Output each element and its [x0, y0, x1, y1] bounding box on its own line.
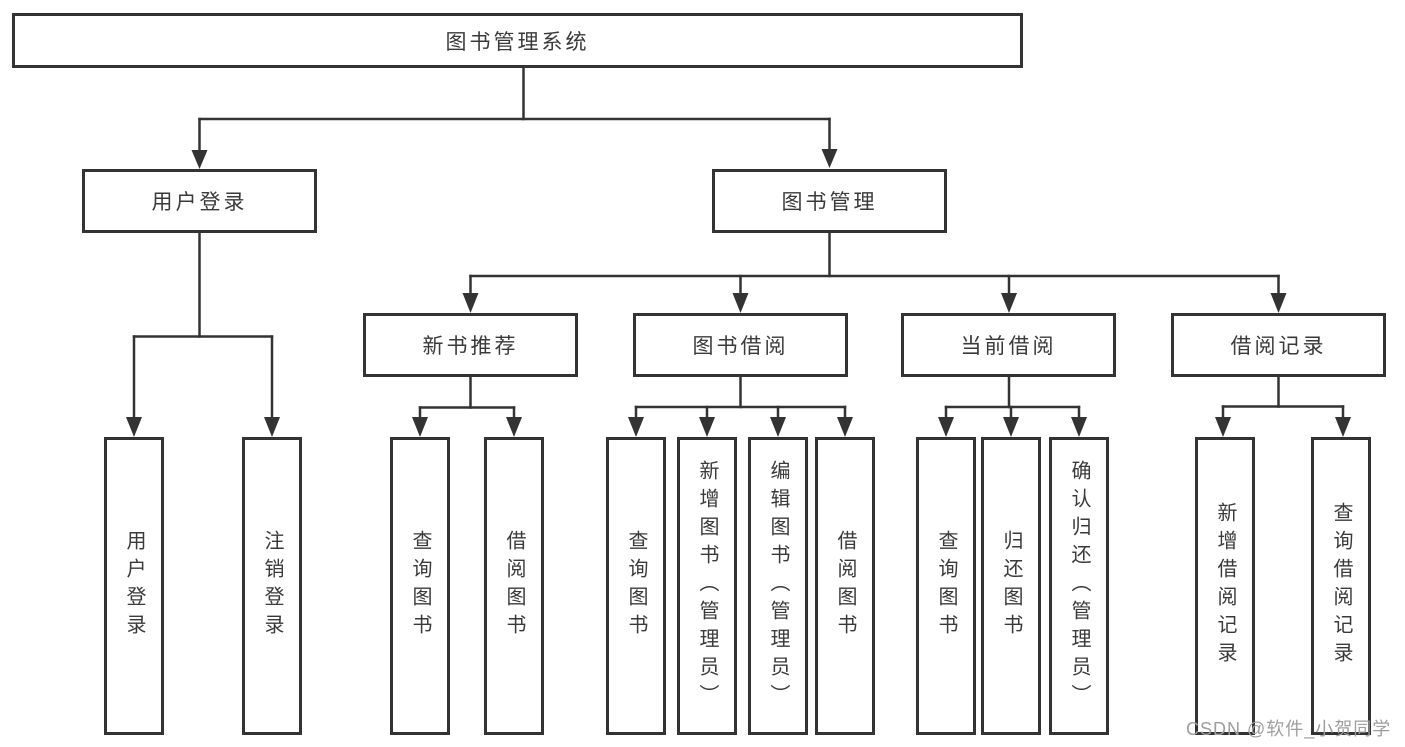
node-new-book-recommend: 新书推荐: [363, 313, 578, 377]
node-user-login: 用户登录: [82, 169, 317, 233]
node-label: 借阅图书: [834, 530, 856, 642]
arrowhead-down: [1335, 417, 1351, 437]
node-leaf-query-books-2: 查询图书: [606, 437, 666, 735]
node-label: 新书推荐: [422, 335, 519, 358]
node-label: 用户登录: [151, 191, 248, 214]
node-label: 借阅记录: [1230, 335, 1327, 358]
node-label: 查询图书: [409, 530, 431, 642]
arrowhead-down: [1215, 417, 1231, 437]
node-leaf-user-login: 用户登录: [104, 437, 164, 735]
node-label: 注销登录: [261, 530, 283, 642]
node-label: 查询借阅记录: [1330, 502, 1352, 670]
arrowhead-down: [1071, 417, 1087, 437]
node-leaf-return-books: 归还图书: [981, 437, 1041, 735]
arrowhead-down: [462, 293, 479, 313]
node-book-borrow: 图书借阅: [633, 313, 848, 377]
node-label: 图书管理: [781, 191, 878, 214]
node-label: 归还图书: [1000, 530, 1022, 642]
arrowhead-down: [699, 417, 715, 437]
node-label: 新增图书（管理员）: [696, 460, 718, 712]
node-label: 图书借阅: [692, 335, 789, 358]
arrowhead-down: [628, 417, 644, 437]
node-label: 新增借阅记录: [1214, 502, 1236, 670]
node-leaf-borrow-books-2: 借阅图书: [815, 437, 875, 735]
arrowhead-down: [821, 149, 838, 168]
node-leaf-logout: 注销登录: [242, 437, 302, 735]
node-leaf-edit-books-admin: 编辑图书（管理员）: [748, 437, 808, 735]
arrowhead-down: [1001, 293, 1017, 313]
node-label: 查询图书: [625, 530, 647, 642]
arrowhead-down: [732, 293, 749, 313]
csdn-watermark: CSDN @软件_小贺同学: [1186, 719, 1392, 739]
arrowhead-down: [191, 150, 208, 169]
node-leaf-add-borrow-record: 新增借阅记录: [1195, 437, 1255, 735]
node-leaf-borrow-books-1: 借阅图书: [484, 437, 544, 735]
node-label: 编辑图书（管理员）: [767, 460, 789, 712]
node-label: 图书管理系统: [445, 30, 590, 54]
node-leaf-query-books-3: 查询图书: [916, 437, 976, 735]
node-label: 确认归还（管理员）: [1068, 460, 1090, 712]
node-leaf-query-borrow-record: 查询借阅记录: [1311, 437, 1371, 735]
node-label: 借阅图书: [503, 530, 525, 642]
node-borrow-record: 借阅记录: [1171, 313, 1386, 377]
arrowhead-down: [1003, 417, 1019, 437]
node-leaf-query-books-1: 查询图书: [390, 437, 450, 735]
node-book-management: 图书管理: [712, 169, 947, 233]
node-root: 图书管理系统: [12, 13, 1023, 68]
node-current-borrow: 当前借阅: [901, 313, 1116, 377]
node-label: 当前借阅: [960, 335, 1057, 358]
arrowhead-down: [938, 417, 954, 437]
node-label: 用户登录: [123, 530, 145, 642]
arrowhead-down: [770, 417, 786, 437]
arrowhead-down: [126, 417, 142, 437]
arrowhead-down: [837, 417, 853, 437]
arrowhead-down: [506, 417, 522, 437]
node-leaf-add-books-admin: 新增图书（管理员）: [677, 437, 737, 735]
arrowhead-down: [1270, 293, 1287, 313]
arrowhead-down: [412, 417, 428, 437]
node-leaf-confirm-return-admin: 确认归还（管理员）: [1049, 437, 1109, 735]
node-label: 查询图书: [935, 530, 957, 642]
arrowhead-down: [264, 417, 280, 437]
